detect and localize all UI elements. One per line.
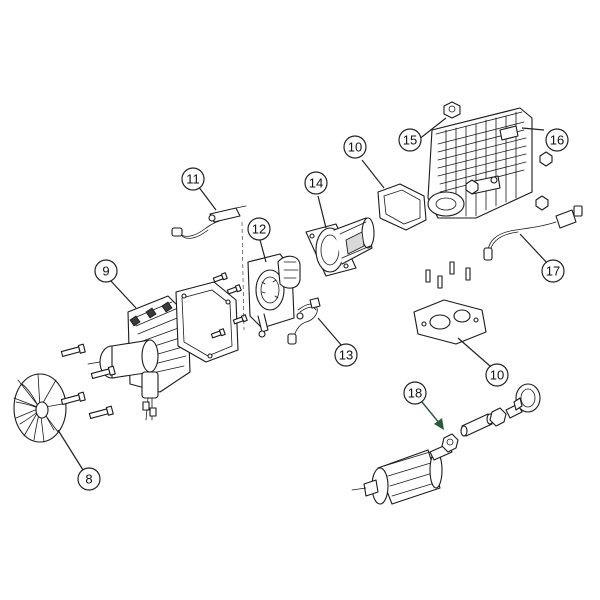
small-nuts xyxy=(465,151,553,211)
svg-text:8: 8 xyxy=(85,472,92,487)
heat-exchanger-nut xyxy=(443,101,461,119)
base-gasket xyxy=(413,299,487,345)
svg-text:14: 14 xyxy=(309,176,323,191)
screws-middle xyxy=(210,272,248,339)
screws-left xyxy=(60,343,116,419)
callout-18: 18 xyxy=(403,381,427,405)
svg-text:17: 17 xyxy=(546,264,560,279)
combustion-tube xyxy=(305,217,375,277)
mounting-studs xyxy=(425,261,471,289)
blower-motor-assembly xyxy=(87,295,191,421)
leader-lines xyxy=(57,117,549,479)
fuel-pump-fittings xyxy=(441,383,541,453)
callout-10-top: 10 xyxy=(343,135,367,159)
glow-plug-cable xyxy=(287,297,321,345)
callout-9: 9 xyxy=(94,259,118,283)
svg-text:9: 9 xyxy=(102,264,109,279)
callout-8: 8 xyxy=(77,467,101,491)
svg-text:12: 12 xyxy=(252,222,266,237)
fan-impeller xyxy=(13,373,67,443)
callout-16: 16 xyxy=(545,128,569,152)
blower-gasket xyxy=(175,281,239,363)
svg-text:15: 15 xyxy=(403,133,417,148)
svg-text:11: 11 xyxy=(186,172,200,187)
fuel-pump-assembly xyxy=(351,443,453,505)
svg-text:18: 18 xyxy=(408,386,422,401)
svg-text:10: 10 xyxy=(490,368,504,383)
heat-exchanger xyxy=(427,107,533,219)
combustion-air-plate xyxy=(247,253,301,338)
callout-15: 15 xyxy=(398,128,422,152)
svg-text:13: 13 xyxy=(339,348,353,363)
heat-exchanger-gasket-top xyxy=(377,183,427,231)
fuel-pump-arrow xyxy=(421,401,444,430)
callout-13: 13 xyxy=(334,343,358,367)
svg-text:16: 16 xyxy=(550,133,564,148)
callout-14: 14 xyxy=(304,171,328,195)
callout-12: 12 xyxy=(247,217,271,241)
callout-17: 17 xyxy=(541,259,565,283)
overheat-sensor-cable xyxy=(483,205,583,261)
callout-11: 11 xyxy=(181,167,205,191)
assembly-axis-line xyxy=(241,221,245,331)
sensor-with-cable xyxy=(171,205,247,239)
svg-text:10: 10 xyxy=(348,140,362,155)
callout-10-bottom: 10 xyxy=(485,363,509,387)
